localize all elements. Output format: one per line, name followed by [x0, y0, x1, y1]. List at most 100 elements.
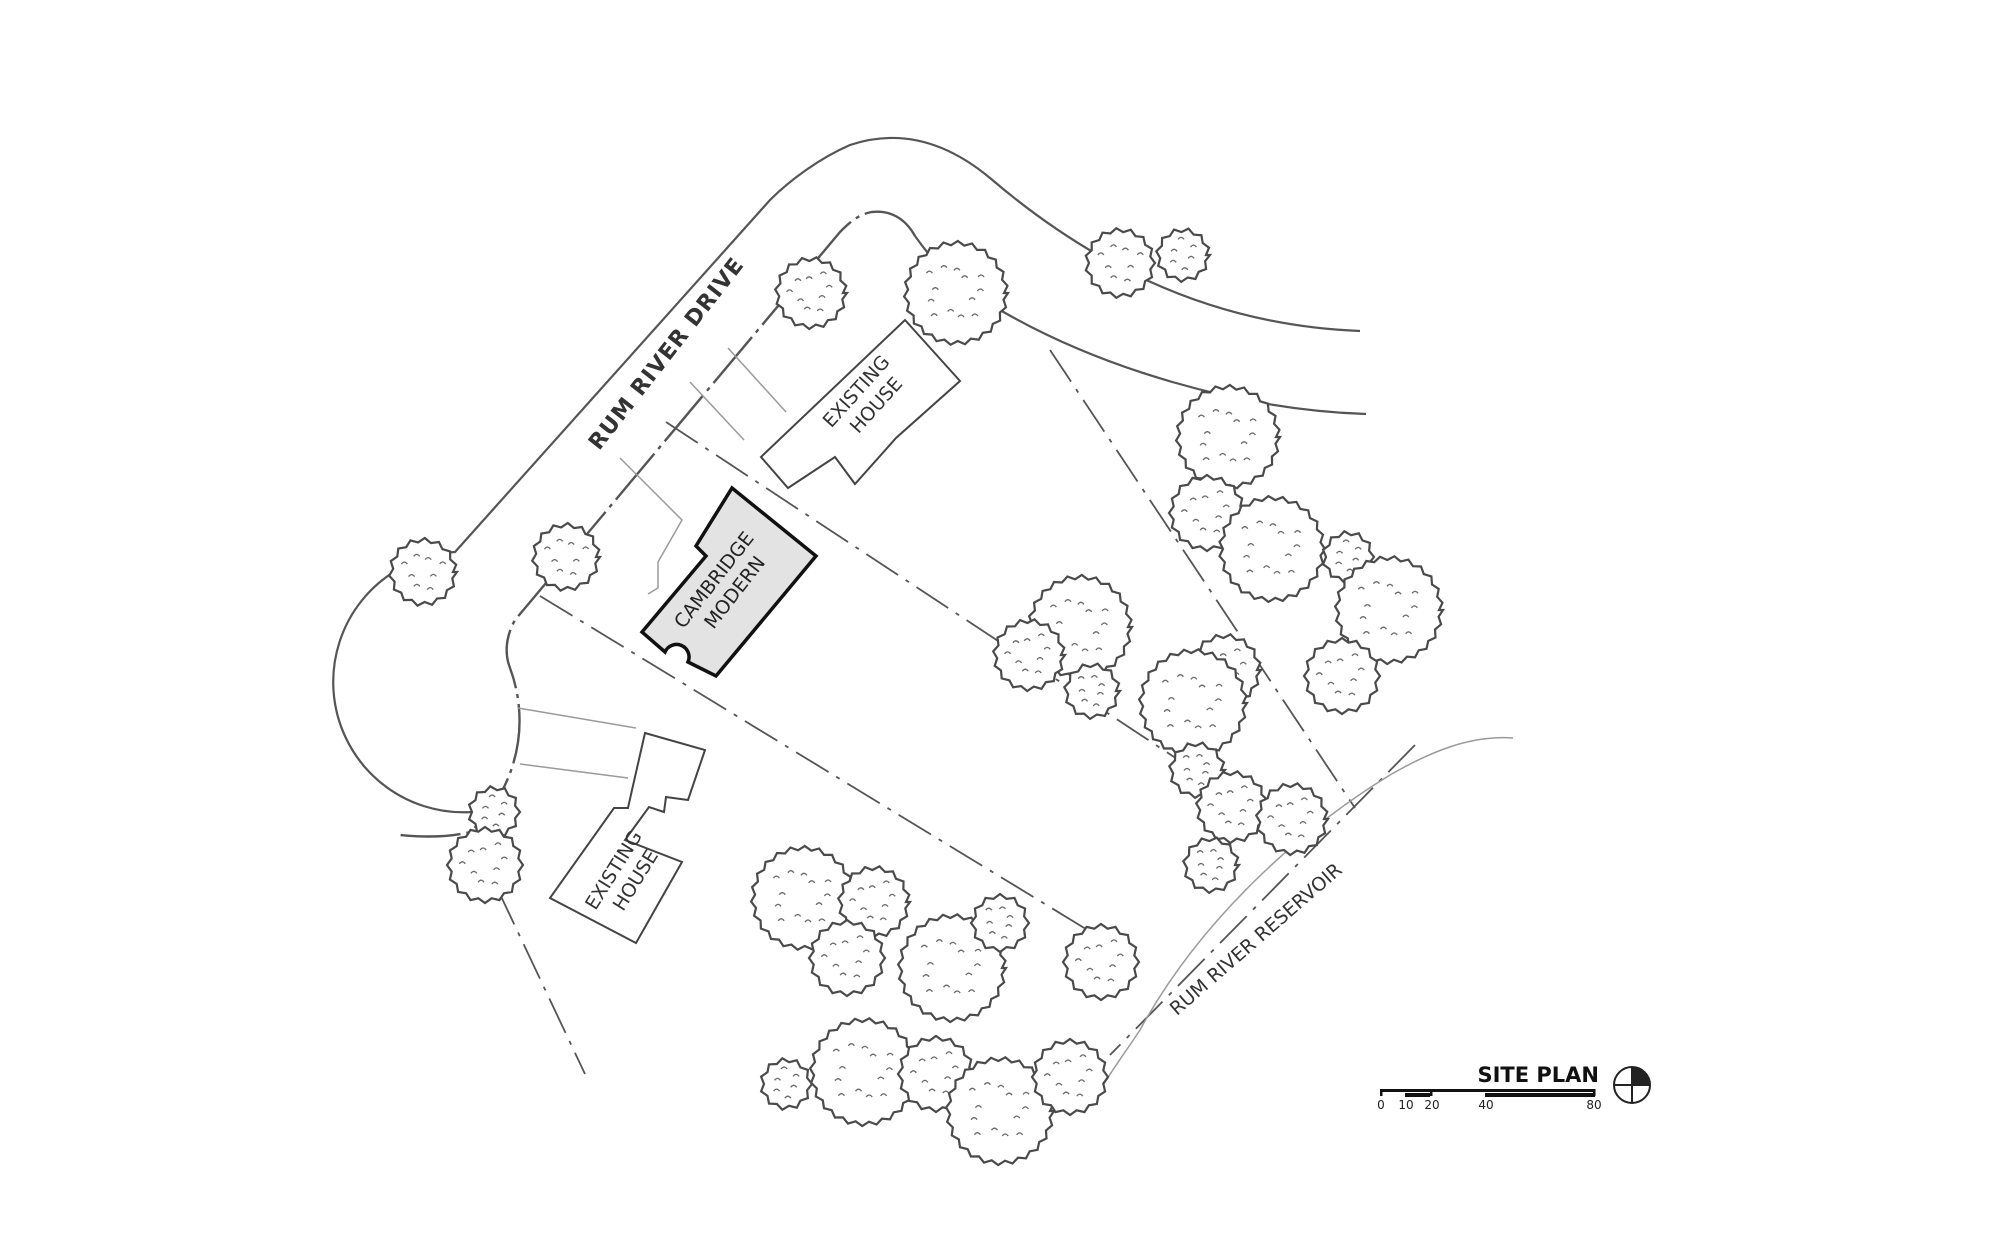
tree-leaf-mark [1012, 640, 1020, 644]
tree-leaf-mark [927, 298, 935, 302]
driveway [519, 763, 629, 779]
tree-leaf-mark [940, 265, 948, 269]
tree-leaf-mark [818, 294, 826, 299]
tree-leaf-mark [947, 308, 955, 312]
tree-leaf-mark [1198, 684, 1206, 688]
tree-leaf-mark [1055, 621, 1063, 625]
tree-leaf-mark [1023, 638, 1031, 642]
tree-leaf-mark [868, 885, 876, 889]
tree-leaf-mark [1036, 656, 1044, 661]
tree-leaf-mark [1246, 798, 1254, 802]
tree-leaf-mark [1043, 1073, 1051, 1077]
tree-leaf-mark [1284, 553, 1292, 557]
tree-canopy [807, 918, 887, 998]
tree-leaf-mark [925, 989, 933, 993]
tree-leaf-mark [408, 573, 416, 578]
tree-leaf-mark [786, 289, 794, 293]
lot-line [497, 889, 586, 1075]
tree-leaf-mark [413, 583, 421, 587]
tree-canopy [1030, 1037, 1110, 1117]
tree-leaf-mark [1095, 944, 1103, 948]
lot-line [665, 421, 1213, 783]
tree-leaf-mark [968, 297, 976, 301]
tree-leaf-mark [1357, 667, 1365, 671]
tree-leaf-mark [944, 1076, 952, 1080]
tree-leaf-mark [1200, 872, 1208, 876]
tree-leaf-mark [1269, 523, 1277, 527]
tree-leaf-mark [1219, 653, 1227, 657]
tree-canopy [530, 521, 603, 592]
tree-leaf-mark [773, 1077, 782, 1081]
tree-leaf-mark [492, 823, 500, 827]
tree-leaf-mark [1037, 633, 1045, 637]
tree-leaf-mark [1263, 565, 1271, 569]
tree-leaf-mark [1079, 1054, 1087, 1058]
tree-leaf-mark [1043, 646, 1051, 650]
tree-leaf-mark [1215, 792, 1223, 796]
tree-leaf-mark [922, 974, 930, 978]
tree-leaf-mark [1092, 703, 1100, 707]
tree-leaf-mark [838, 1065, 846, 1070]
tree-leaf-mark [1190, 676, 1198, 680]
tree-leaf-mark [1237, 822, 1245, 826]
tree-leaf-mark [881, 903, 889, 908]
tree-leaf-mark [973, 1132, 981, 1136]
tree-leaf-mark [1121, 247, 1129, 251]
tree-leaf-mark [1240, 785, 1248, 789]
tree-leaf-mark [1085, 1068, 1093, 1072]
tree-canopy [1218, 494, 1327, 604]
tree-leaf-mark [1095, 647, 1103, 651]
tree-canopy [445, 825, 525, 905]
tree-leaf-mark [1233, 648, 1241, 652]
tree-leaf-mark [1176, 674, 1184, 678]
tree-leaf-mark [1218, 812, 1226, 816]
tree-leaf-mark [1081, 698, 1089, 702]
tree-leaf-mark [1212, 409, 1220, 413]
tree-leaf-mark [998, 906, 1007, 910]
tree-leaf-mark [439, 561, 447, 565]
tree-leaf-mark [467, 849, 475, 853]
tree-leaf-mark [494, 842, 502, 846]
tree-leaf-mark [493, 867, 501, 871]
tree-leaf-mark [1350, 678, 1358, 682]
tree-leaf-mark [556, 538, 564, 542]
tree-leaf-mark [1240, 441, 1248, 445]
tree-leaf-mark [500, 856, 508, 860]
tree-leaf-mark [1169, 259, 1177, 263]
tree-leaf-mark [1357, 586, 1365, 590]
tree-leaf-mark [1064, 599, 1072, 603]
tree-leaf-mark [1077, 676, 1085, 680]
tree-leaf-mark [1411, 590, 1419, 594]
tree-leaf-mark [961, 275, 969, 279]
tree-leaf-mark [1104, 265, 1112, 269]
tree-leaf-mark [1222, 504, 1230, 508]
tree-leaf-mark [983, 1082, 991, 1086]
tree-leaf-mark [832, 1048, 840, 1052]
tree-leaf-mark [1336, 658, 1344, 662]
tree-leaf-mark [841, 940, 849, 944]
tree-leaf-mark [1209, 848, 1217, 853]
tree-leaf-mark [968, 989, 976, 993]
tree-leaf-mark [1083, 946, 1091, 950]
tree-leaf-mark [1093, 976, 1101, 980]
tree-leaf-mark [556, 568, 564, 572]
tree-leaf-mark [854, 1088, 863, 1092]
tree-leaf-mark [1197, 414, 1205, 418]
site-plan-legend: SITE PLAN 0 10 20 40 80 [1377, 1063, 1651, 1112]
scale-tick-label: 10 [1398, 1098, 1413, 1112]
tree-leaf-mark [481, 805, 490, 809]
tree-leaf-mark [1201, 770, 1209, 774]
tree-leaf-mark [1410, 605, 1418, 609]
tree-leaf-mark [1197, 782, 1205, 786]
tree-leaf-mark [945, 1051, 953, 1055]
tree-leaf-mark [973, 963, 981, 967]
tree-leaf-mark [1199, 527, 1207, 531]
tree-leaf-mark [1233, 419, 1241, 423]
tree-leaf-mark [1394, 591, 1402, 595]
tree-leaf-mark [1161, 679, 1169, 683]
tree-leaf-mark [1287, 569, 1295, 573]
tree-leaf-mark [1348, 692, 1356, 696]
reservoir-shoreline [1097, 736, 1514, 1096]
tree-leaf-mark [1346, 568, 1354, 572]
tree-leaf-mark [968, 1087, 976, 1091]
